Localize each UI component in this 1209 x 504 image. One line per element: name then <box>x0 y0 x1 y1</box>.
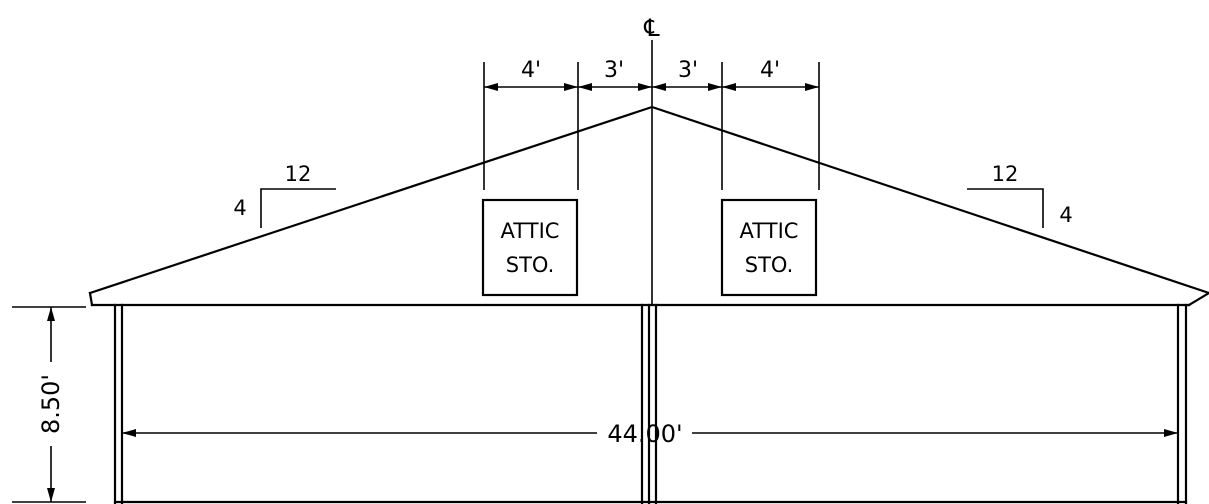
pitch-right-rise: 4 <box>1059 203 1072 227</box>
height-arrow-bottom <box>47 488 55 502</box>
dim-left-outer: 4' <box>521 58 541 83</box>
top-dimension-string: 4' 3' 3' 4' <box>483 58 820 190</box>
pitch-left-rise: 4 <box>233 196 246 220</box>
attic-storage-left-box <box>481 198 579 297</box>
walls <box>113 303 1188 504</box>
width-arrow-right <box>1164 429 1178 437</box>
overall-width-dimension: 44.00' <box>122 420 1178 448</box>
pitch-left-triangle <box>260 188 336 228</box>
arrow-4l <box>708 83 722 91</box>
arrow-2r <box>578 83 592 91</box>
width-arrow-left <box>122 429 136 437</box>
arrow-2l <box>564 83 578 91</box>
wall-height-label: 8.50' <box>37 374 65 434</box>
attic-storage-right: ATTIC STO. <box>720 198 818 297</box>
pitch-right-run: 12 <box>992 162 1019 186</box>
overall-width-label: 44.00' <box>607 420 682 448</box>
arrow-5l <box>805 83 819 91</box>
centerline: ℄ <box>643 14 660 305</box>
pitch-symbol-right: 12 4 <box>967 162 1073 228</box>
dim-left-inner: 3' <box>604 58 624 83</box>
pitch-right-triangle <box>967 188 1044 228</box>
roof-left-slope <box>88 105 1209 295</box>
pitch-symbol-left: 12 4 <box>233 162 336 228</box>
attic-storage-right-box <box>720 198 818 297</box>
height-arrow-top <box>47 307 55 321</box>
roof <box>88 105 1209 307</box>
wall-height-dimension: 8.50' <box>12 306 86 503</box>
eave-right-edge <box>1187 291 1209 307</box>
centerline-symbol: ℄ <box>643 14 660 42</box>
attic-storage-left: ATTIC STO. <box>481 198 579 297</box>
arrow-3r <box>652 83 666 91</box>
dim-right-outer: 4' <box>760 58 780 83</box>
eave-left-edge <box>88 291 94 307</box>
attic-storage-left-line1: ATTIC <box>501 219 560 243</box>
pitch-left-run: 12 <box>285 162 312 186</box>
attic-storage-left-line2: STO. <box>506 253 555 277</box>
dim-right-inner: 3' <box>678 58 698 83</box>
arrow-3l <box>638 83 652 91</box>
arrow-1r <box>484 83 498 91</box>
attic-storage-right-line2: STO. <box>745 253 794 277</box>
arrow-4r <box>722 83 736 91</box>
attic-storage-right-line1: ATTIC <box>740 219 799 243</box>
